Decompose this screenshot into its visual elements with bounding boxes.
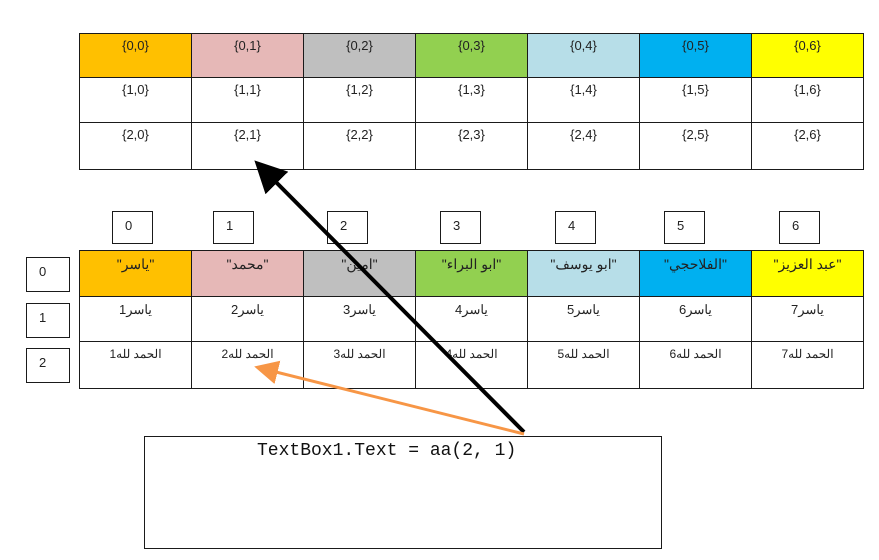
- table-row: {1,0} {1,1} {1,2} {1,3} {1,4} {1,5} {1,6…: [79, 77, 864, 123]
- value-0-4: "ابو يوسف": [527, 250, 640, 297]
- value-2-2: الحمد لله3: [303, 341, 416, 389]
- value-2-4: الحمد لله5: [527, 341, 640, 389]
- table-row: {2,0} {2,1} {2,2} {2,3} {2,4} {2,5} {2,6…: [79, 122, 864, 170]
- table-row: الحمد لله1 الحمد لله2 الحمد لله3 الحمد ل…: [79, 341, 864, 389]
- value-0-2: "امين": [303, 250, 416, 297]
- value-0-6: "عبد العزيز": [751, 250, 864, 297]
- cell-2-2: {2,2}: [303, 122, 416, 170]
- cell-1-1: {1,1}: [191, 77, 304, 123]
- column-index-4: 4: [555, 211, 596, 244]
- value-1-6: ياسر7: [751, 296, 864, 342]
- column-index-1: 1: [213, 211, 254, 244]
- value-2-0: الحمد لله1: [79, 341, 192, 389]
- value-2-5: الحمد لله6: [639, 341, 752, 389]
- cell-2-0: {2,0}: [79, 122, 192, 170]
- table-row: ياسر1 ياسر2 ياسر3 ياسر4 ياسر5 ياسر6 ياسر…: [79, 296, 864, 342]
- value-1-1: ياسر2: [191, 296, 304, 342]
- value-0-3: "ابو البراء": [415, 250, 528, 297]
- value-1-0: ياسر1: [79, 296, 192, 342]
- row-index-0: 0: [26, 257, 70, 292]
- value-0-0: "ياسر": [79, 250, 192, 297]
- cell-2-4: {2,4}: [527, 122, 640, 170]
- value-1-4: ياسر5: [527, 296, 640, 342]
- column-index-5: 5: [664, 211, 705, 244]
- cell-1-2: {1,2}: [303, 77, 416, 123]
- column-index-3: 3: [440, 211, 481, 244]
- value-2-6: الحمد لله7: [751, 341, 864, 389]
- row-index-2: 2: [26, 348, 70, 383]
- cell-0-1: {0,1}: [191, 33, 304, 78]
- column-index-0: 0: [112, 211, 153, 244]
- column-index-2: 2: [327, 211, 368, 244]
- cell-0-0: {0,0}: [79, 33, 192, 78]
- table-row: {0,0} {0,1} {0,2} {0,3} {0,4} {0,5} {0,6…: [79, 33, 864, 78]
- cell-0-4: {0,4}: [527, 33, 640, 78]
- cell-0-5: {0,5}: [639, 33, 752, 78]
- column-index-6: 6: [779, 211, 820, 244]
- cell-1-0: {1,0}: [79, 77, 192, 123]
- cell-1-3: {1,3}: [415, 77, 528, 123]
- value-1-5: ياسر6: [639, 296, 752, 342]
- cell-0-2: {0,2}: [303, 33, 416, 78]
- cell-1-5: {1,5}: [639, 77, 752, 123]
- value-2-3: الحمد لله4: [415, 341, 528, 389]
- cell-2-6: {2,6}: [751, 122, 864, 170]
- value-0-1: "محمد": [191, 250, 304, 297]
- index-notation-table: {0,0} {0,1} {0,2} {0,3} {0,4} {0,5} {0,6…: [79, 33, 864, 170]
- cell-2-5: {2,5}: [639, 122, 752, 170]
- value-0-5: "الفلاحجي": [639, 250, 752, 297]
- cell-1-4: {1,4}: [527, 77, 640, 123]
- array-values-table: "ياسر" "محمد" "امين" "ابو البراء" "ابو ي…: [79, 250, 864, 389]
- cell-1-6: {1,6}: [751, 77, 864, 123]
- value-1-2: ياسر3: [303, 296, 416, 342]
- cell-0-6: {0,6}: [751, 33, 864, 78]
- row-index-1: 1: [26, 303, 70, 338]
- code-box: TextBox1.Text = aa(2, 1): [144, 436, 662, 549]
- cell-2-3: {2,3}: [415, 122, 528, 170]
- cell-2-1: {2,1}: [191, 122, 304, 170]
- value-2-1: الحمد لله2: [191, 341, 304, 389]
- value-1-3: ياسر4: [415, 296, 528, 342]
- code-text: TextBox1.Text = aa(2, 1): [257, 441, 517, 461]
- table-row: "ياسر" "محمد" "امين" "ابو البراء" "ابو ي…: [79, 250, 864, 297]
- cell-0-3: {0,3}: [415, 33, 528, 78]
